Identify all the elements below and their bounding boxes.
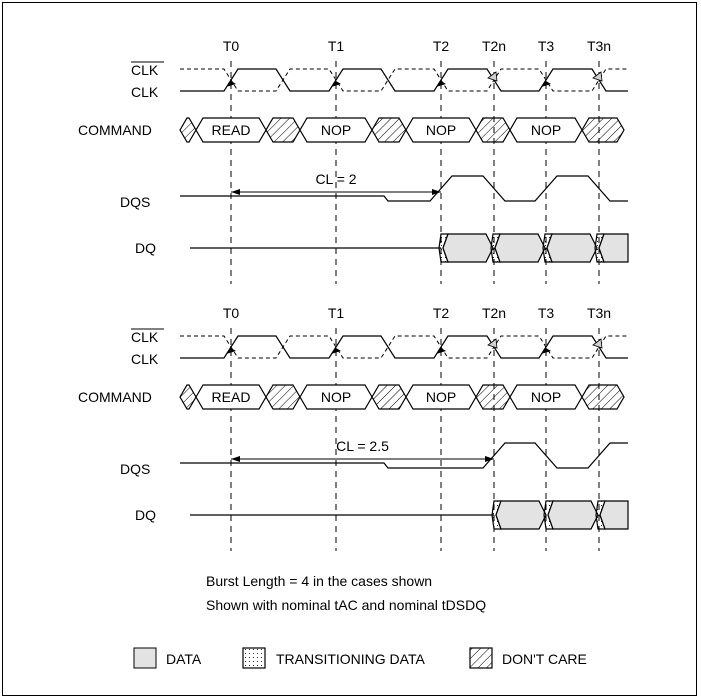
clk-bar-waveform [180, 68, 628, 92]
dqs-waveform [180, 442, 628, 469]
command-label: COMMAND [78, 389, 152, 405]
dont-care-segment [179, 117, 197, 143]
command-nop: NOP [321, 122, 351, 138]
falling-edge-arrow [487, 71, 498, 82]
rising-edge-arrow [436, 81, 446, 87]
data-eye [495, 500, 547, 530]
tick-label-t0: T0 [223, 38, 240, 54]
clk-label: CLK [131, 351, 159, 367]
tick-label-t2: T2 [433, 38, 450, 54]
cl-arrow-right [485, 456, 494, 462]
tick-label-t2: T2 [433, 305, 450, 321]
note-burst-length: Burst Length = 4 in the cases shown [206, 573, 432, 589]
tick-label-t1: T1 [328, 38, 345, 54]
legend-dont-care-swatch [469, 647, 493, 669]
tick-label-t2n: T2n [482, 305, 506, 321]
dqs-label: DQS [120, 194, 150, 210]
clk-bar-waveform [180, 335, 628, 359]
clk-waveform [180, 68, 628, 92]
legend-transitioning-swatch [242, 647, 266, 669]
cl-arrow-left [231, 189, 240, 195]
dont-care-segment [371, 384, 407, 410]
clk-label: CLK [131, 84, 159, 100]
cl-label: CL = 2.5 [336, 438, 389, 454]
tick-label-t2n: T2n [482, 38, 506, 54]
dont-care-segment [581, 117, 625, 143]
dont-care-segment [371, 117, 407, 143]
tick-label-t3: T3 [538, 305, 555, 321]
legend-transitioning-label: TRANSITIONING DATA [276, 651, 425, 667]
dont-care-segment [475, 117, 511, 143]
cl-arrow-right [432, 189, 441, 195]
dqs-waveform [180, 175, 628, 202]
dq-label: DQ [135, 240, 156, 256]
command-nop: NOP [426, 122, 456, 138]
dont-care-segment [475, 384, 511, 410]
command-nop: NOP [531, 122, 561, 138]
tick-label-t3n: T3n [587, 305, 611, 321]
clk-bar-label: CLK [131, 329, 159, 345]
note-nominal: Shown with nominal tAC and nominal tDSDQ [206, 597, 486, 613]
data-eye [599, 500, 629, 530]
dont-care-segment [265, 384, 301, 410]
data-eye [442, 233, 494, 263]
command-nop: NOP [321, 389, 351, 405]
command-label: COMMAND [78, 122, 152, 138]
legend-dont-care-label: DON'T CARE [502, 651, 587, 667]
data-eye [494, 233, 546, 263]
cl-arrow-left [231, 456, 240, 462]
legend-data-label: DATA [166, 651, 202, 667]
clk-waveform [180, 335, 628, 359]
falling-edge-arrow [592, 71, 603, 82]
rising-edge-arrow [226, 81, 236, 87]
tick-label-t0: T0 [223, 305, 240, 321]
tick-label-t1: T1 [328, 305, 345, 321]
tick-label-t3n: T3n [587, 38, 611, 54]
rising-edge-arrow [226, 348, 236, 354]
data-eye [547, 500, 599, 530]
command-nop: NOP [426, 389, 456, 405]
dqs-label: DQS [120, 461, 150, 477]
dont-care-segment [179, 384, 197, 410]
dont-care-segment [265, 117, 301, 143]
rising-edge-arrow [331, 81, 341, 87]
command-nop: NOP [531, 389, 561, 405]
clk-bar-label: CLK [131, 62, 159, 78]
legend-data-swatch [133, 647, 157, 669]
rising-edge-arrow [331, 348, 341, 354]
rising-edge-arrow [541, 348, 551, 354]
falling-edge-arrow [592, 338, 603, 349]
rising-edge-arrow [436, 348, 446, 354]
cl-label: CL = 2 [315, 171, 356, 187]
data-eye [598, 233, 629, 263]
dq-label: DQ [135, 507, 156, 523]
rising-edge-arrow [541, 81, 551, 87]
dont-care-segment [581, 384, 625, 410]
falling-edge-arrow [487, 338, 498, 349]
command-read: READ [212, 389, 251, 405]
data-eye [546, 233, 598, 263]
command-read: READ [212, 122, 251, 138]
tick-label-t3: T3 [538, 38, 555, 54]
